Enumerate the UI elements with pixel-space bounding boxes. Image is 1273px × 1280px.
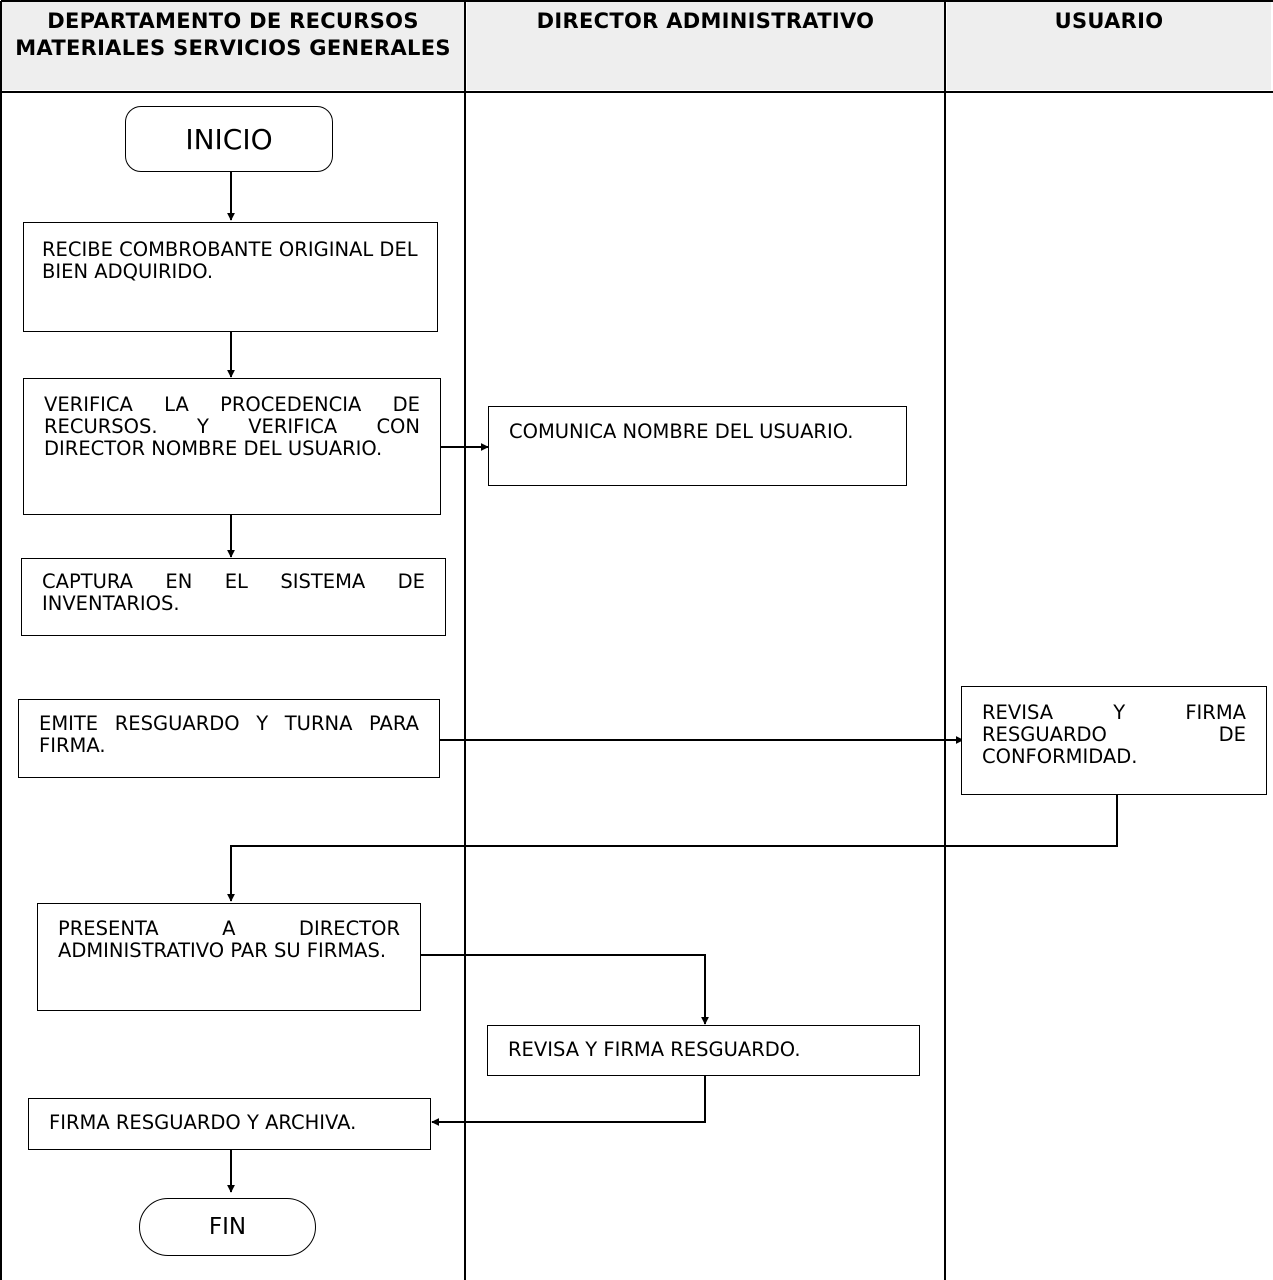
step-capture: CAPTURA EN EL SISTEMA DE INVENTARIOS.: [21, 558, 446, 636]
end-label: FIN: [208, 1214, 247, 1240]
connectors: [227, 172, 1118, 1193]
step-emit-text: EMITE RESGUARDO Y TURNA PARA FIRMA.: [39, 712, 419, 757]
start-terminal: INICIO: [125, 106, 333, 172]
arrow-review-user-to-present: [227, 794, 1118, 902]
step-receive: RECIBE COMBROBANTE ORIGINAL DEL BIEN ADQ…: [23, 222, 438, 332]
end-terminal: FIN: [139, 1198, 316, 1256]
step-present-text: PRESENTA A DIRECTOR ADMINISTRATIVO PAR S…: [58, 917, 400, 962]
step-present: PRESENTA A DIRECTOR ADMINISTRATIVO PAR S…: [37, 903, 421, 1011]
lane-header-director: DIRECTOR ADMINISTRATIVO: [467, 2, 944, 90]
step-verify-text: VERIFICA LA PROCEDENCIA DE RECURSOS. Y V…: [44, 393, 420, 460]
step-review-user: REVISA Y FIRMA RESGUARDO DE CONFORMIDAD.: [961, 686, 1267, 795]
step-communicate-text: COMUNICA NOMBRE DEL USUARIO.: [509, 420, 854, 443]
step-review-director-text: REVISA Y FIRMA RESGUARDO.: [508, 1038, 801, 1061]
lane-header-materials-label: DEPARTAMENTO DE RECURSOS MATERIALES SERV…: [15, 9, 451, 60]
lane-header-materials: DEPARTAMENTO DE RECURSOS MATERIALES SERV…: [2, 2, 464, 90]
step-archive: FIRMA RESGUARDO Y ARCHIVA.: [28, 1098, 431, 1150]
start-label: INICIO: [185, 122, 273, 156]
lane-header-user: USUARIO: [947, 2, 1271, 90]
step-communicate: COMUNICA NOMBRE DEL USUARIO.: [488, 406, 907, 486]
step-emit: EMITE RESGUARDO Y TURNA PARA FIRMA.: [18, 699, 440, 778]
step-verify: VERIFICA LA PROCEDENCIA DE RECURSOS. Y V…: [23, 378, 441, 515]
arrow-review-director-to-archive: [431, 1075, 706, 1126]
lane-header-director-label: DIRECTOR ADMINISTRATIVO: [536, 9, 875, 33]
step-receive-text: RECIBE COMBROBANTE ORIGINAL DEL BIEN ADQ…: [42, 238, 418, 283]
step-review-user-text: REVISA Y FIRMA RESGUARDO DE CONFORMIDAD.: [982, 701, 1246, 768]
step-archive-text: FIRMA RESGUARDO Y ARCHIVA.: [49, 1111, 357, 1134]
step-review-director: REVISA Y FIRMA RESGUARDO.: [487, 1025, 920, 1076]
step-capture-text: CAPTURA EN EL SISTEMA DE INVENTARIOS.: [42, 570, 425, 615]
arrow-present-to-review-director: [420, 954, 709, 1025]
lane-header-user-label: USUARIO: [1054, 9, 1164, 33]
